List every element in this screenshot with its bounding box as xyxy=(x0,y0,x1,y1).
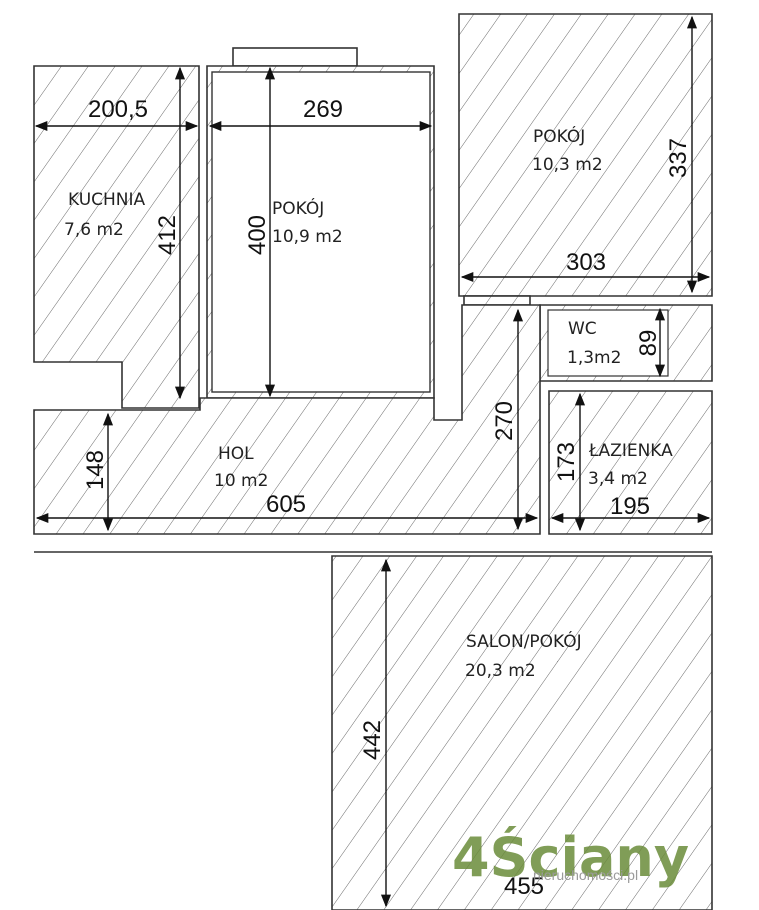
living-name: SALON/POKÓJ xyxy=(466,630,582,652)
room-mid-height: 400 xyxy=(244,215,271,255)
hall-area: 10 m2 xyxy=(214,471,268,491)
room-bedroom-top: 303 337 POKÓJ 10,3 m2 xyxy=(458,13,713,297)
hall-name: HOL xyxy=(218,444,254,464)
hall-corridor-height: 270 xyxy=(491,401,518,441)
room-hall: 270 148 605 HOL 10 m2 xyxy=(33,304,541,535)
kitchen-area: 7,6 m2 xyxy=(64,220,124,240)
room-bedroom-mid: 269 400 POKÓJ 10,9 m2 xyxy=(206,47,435,399)
room-living: 442 455 SALON/POKÓJ 20,3 m2 xyxy=(331,555,713,910)
living-width: 455 xyxy=(504,873,544,900)
room-kitchen: 200,5 412 KUCHNIA 7,6 m2 xyxy=(33,65,200,409)
hall-height: 148 xyxy=(82,450,109,490)
watermark-url: nieruchomości.pl xyxy=(533,867,638,883)
living-height: 442 xyxy=(359,720,386,760)
room-top-area: 10,3 m2 xyxy=(532,155,603,175)
room-mid-name: POKÓJ xyxy=(272,197,324,219)
wc-name: WC xyxy=(568,319,597,339)
room-bathroom: 173 195 ŁAZIENKA 3,4 m2 xyxy=(548,390,713,535)
room-top-name: POKÓJ xyxy=(533,125,585,147)
kitchen-height: 412 xyxy=(154,215,181,255)
room-mid-width: 269 xyxy=(303,96,343,123)
hall-width: 605 xyxy=(266,491,306,518)
wc-height: 89 xyxy=(635,330,662,357)
kitchen-width: 200,5 xyxy=(88,96,148,123)
room-wc: 89 WC 1,3m2 xyxy=(539,304,713,382)
watermark-logo: 4Ściany nieruchomości.pl xyxy=(452,826,689,889)
bathroom-area: 3,4 m2 xyxy=(588,469,648,489)
watermark-brand: 4Ściany xyxy=(452,826,689,889)
bathroom-height: 173 xyxy=(553,442,580,482)
bathroom-name: ŁAZIENKA xyxy=(588,441,673,461)
room-mid-area: 10,9 m2 xyxy=(272,227,343,247)
wall-strip xyxy=(463,295,531,306)
room-top-width: 303 xyxy=(566,249,606,276)
wc-area: 1,3m2 xyxy=(567,348,621,368)
room-top-height: 337 xyxy=(665,138,692,178)
living-area: 20,3 m2 xyxy=(465,661,536,681)
bathroom-width: 195 xyxy=(610,493,650,520)
kitchen-name: KUCHNIA xyxy=(68,190,146,210)
